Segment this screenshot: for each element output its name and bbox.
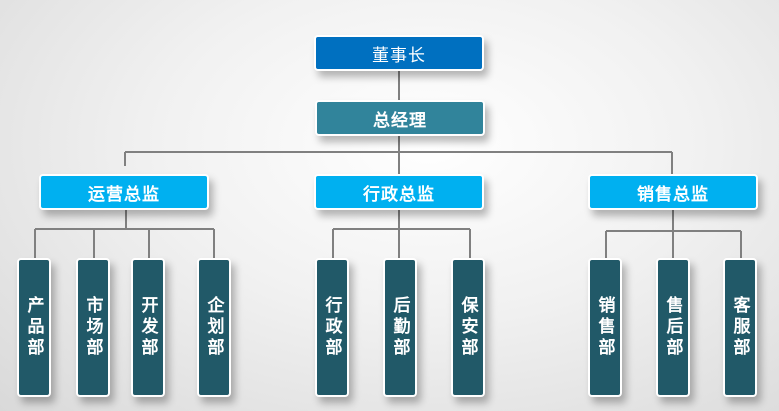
director-admin-box: 行政总监 [314, 174, 484, 210]
dept-development: 开发部 [131, 258, 165, 397]
chairman-box: 董事长 [314, 35, 484, 71]
dept-customer-service: 客服部 [723, 258, 757, 397]
connector-admin [332, 210, 471, 259]
general-manager-box: 总经理 [315, 100, 485, 136]
connector-ops [34, 210, 215, 259]
connector-sales [605, 210, 742, 259]
dept-logistics: 后勤部 [383, 258, 417, 397]
dept-after-sales: 售后部 [656, 258, 690, 397]
dept-product: 产品部 [17, 258, 51, 397]
connector-gm-directors [124, 136, 673, 175]
dept-sales: 销售部 [588, 258, 622, 397]
dept-planning: 企划部 [197, 258, 231, 397]
dept-administration: 行政部 [315, 258, 349, 397]
dept-security: 保安部 [451, 258, 485, 397]
director-sales-box: 销售总监 [588, 174, 758, 210]
dept-marketing: 市场部 [76, 258, 110, 397]
director-operations-box: 运营总监 [39, 174, 209, 210]
